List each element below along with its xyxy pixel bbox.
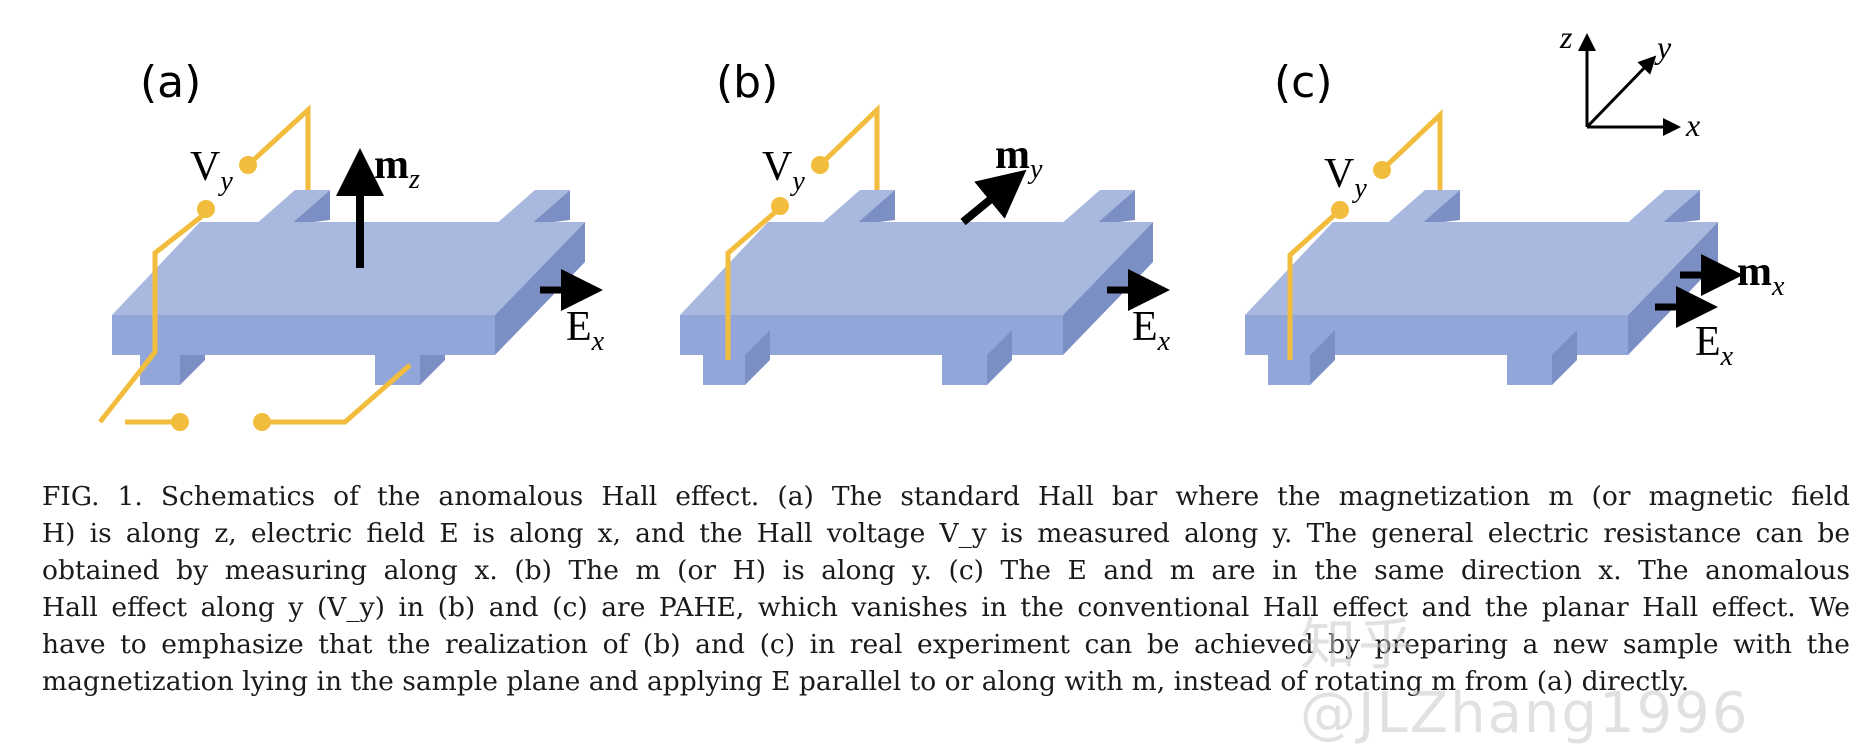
wires-a — [98, 104, 412, 425]
wires-b — [725, 104, 880, 360]
contact-dot — [1331, 201, 1349, 219]
bar-top-c — [1245, 222, 1718, 315]
figure-caption: FIG. 1. Schematics of the anomalous Hall… — [42, 478, 1850, 700]
vy-label-b: Vy — [762, 144, 805, 197]
contact-dot — [1373, 161, 1391, 179]
e-label-c: Ex — [1695, 319, 1734, 372]
panel-b-label: (b) — [716, 57, 778, 108]
y-axis — [1585, 55, 1657, 129]
panel-c: (c) Vy mx Ex — [1245, 57, 1785, 385]
contact-dot — [197, 200, 215, 218]
m-label-a: mz — [374, 142, 420, 195]
caption-line: Hall effect along y (V_y) in (b) and (c)… — [42, 592, 1850, 623]
contact-dot — [171, 413, 189, 431]
bar-front-b — [680, 315, 1063, 355]
panel-b: (b) Vy my Ex — [680, 57, 1171, 385]
e-label-b: Ex — [1132, 304, 1171, 357]
hall-bar-a — [112, 190, 585, 385]
vy-label-a: Vy — [190, 144, 233, 197]
bar-front-c — [1245, 315, 1628, 355]
caption-line: H) is along z, electric field E is along… — [42, 518, 1850, 549]
contact-dot — [253, 413, 271, 431]
figure-schematic: (a) — [98, 19, 1785, 431]
contact-dot — [239, 156, 257, 174]
m-label-b: my — [995, 132, 1043, 185]
watermark: 知乎 @JLZhang1996 — [1300, 613, 1750, 746]
contact-dot — [771, 197, 789, 215]
x-axis-label: x — [1685, 107, 1700, 143]
bar-top-a — [112, 222, 585, 315]
panel-a-label: (a) — [140, 57, 201, 108]
wires-c — [1287, 109, 1443, 360]
z-axis-label: z — [1559, 19, 1573, 55]
vy-label-c: Vy — [1324, 151, 1367, 204]
m-label-c: mx — [1737, 249, 1785, 302]
caption-line: have to emphasize that the realization o… — [42, 629, 1850, 660]
m-arrow-b — [960, 169, 1027, 226]
caption-line: magnetization lying in the sample plane … — [42, 666, 1690, 697]
coordinate-axes — [1578, 33, 1681, 136]
contact-dot — [811, 156, 829, 174]
bar-front-a — [112, 315, 495, 355]
y-axis-label: y — [1654, 29, 1672, 65]
e-label-a: Ex — [566, 304, 605, 357]
panel-a: (a) — [98, 57, 605, 431]
caption-line: obtained by measuring along x. (b) The m… — [42, 555, 1850, 586]
panel-c-label: (c) — [1274, 57, 1333, 108]
bar-side-c — [1628, 222, 1718, 355]
hall-bar-b — [680, 190, 1153, 385]
hall-bar-c — [1245, 190, 1718, 385]
caption-line: FIG. 1. Schematics of the anomalous Hall… — [42, 481, 1850, 512]
bar-top-b — [680, 222, 1153, 315]
